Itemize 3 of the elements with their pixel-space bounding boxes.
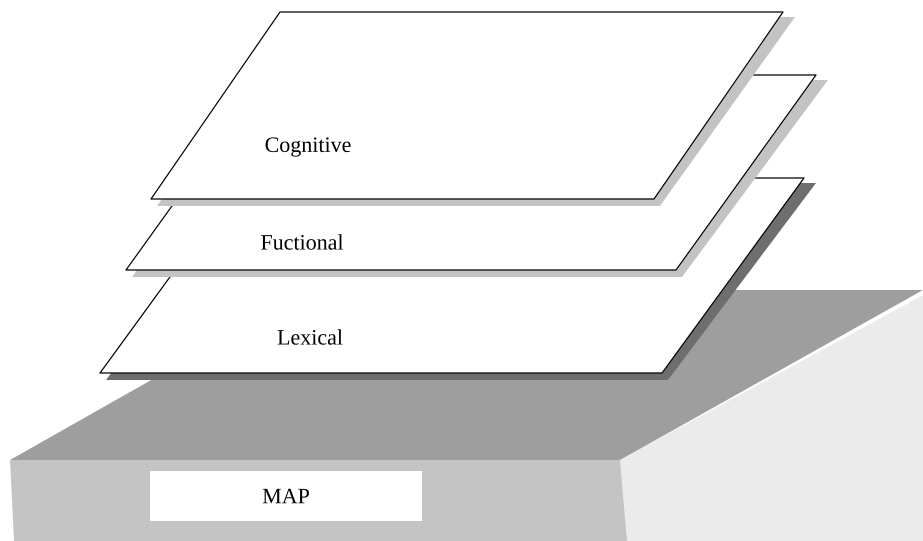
node-label: MAP [262, 488, 309, 504]
label-box: MAP [150, 471, 422, 521]
layer-plane: Cognitive [150, 11, 795, 206]
